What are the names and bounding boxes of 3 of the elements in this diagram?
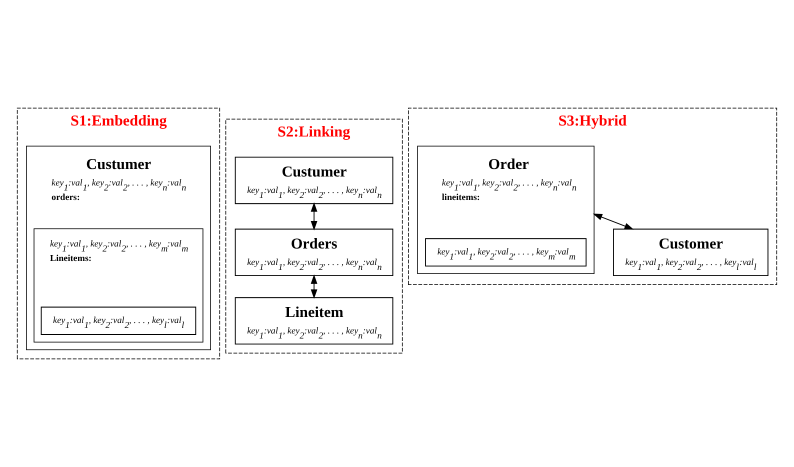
arrow (592, 214, 634, 230)
arrow (310, 274, 318, 299)
arrow (310, 202, 318, 230)
